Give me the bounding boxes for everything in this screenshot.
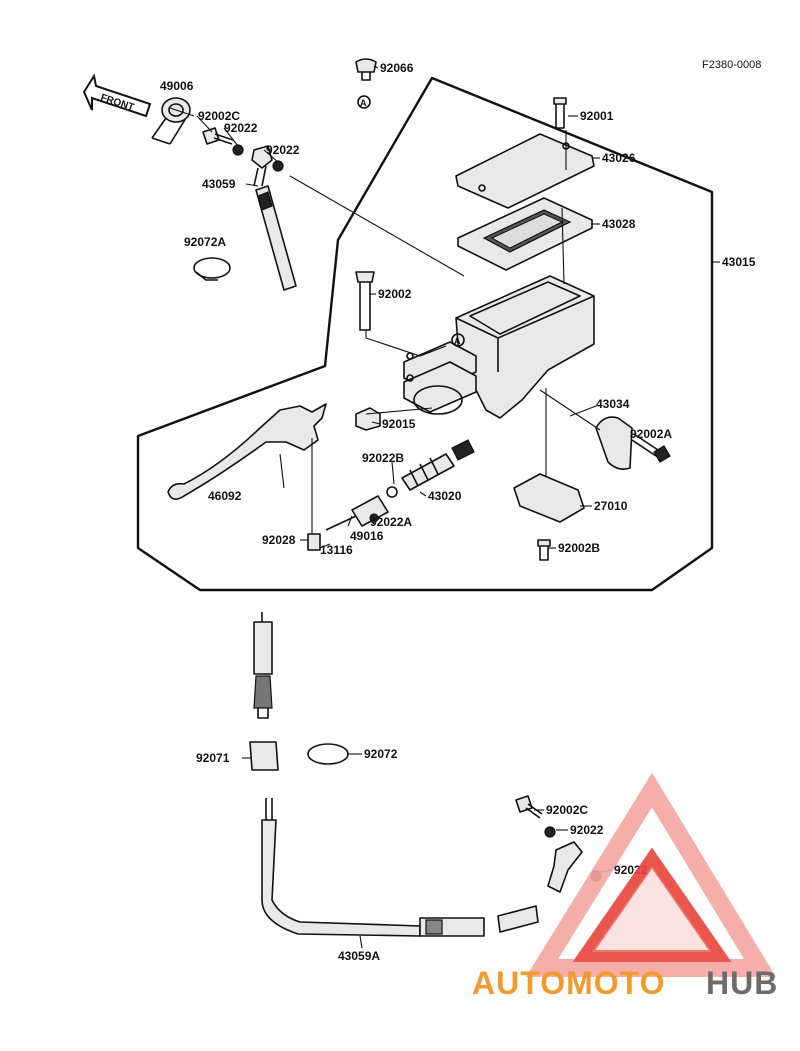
part-92022-washer-top2 [272, 160, 284, 172]
part-92022b-ring [386, 486, 398, 498]
part-92002-bolt [355, 271, 375, 331]
label-43059: 43059 [202, 177, 236, 191]
label-49016: 49016 [350, 529, 384, 543]
label-92066: 92066 [380, 61, 414, 75]
part-92071-sleeve [249, 741, 279, 771]
label-92022-top1: 92022 [224, 121, 258, 135]
label-92002c-top: 92002C [198, 109, 240, 123]
part-46092-lever [167, 403, 327, 500]
label-43020: 43020 [428, 489, 462, 503]
part-92002a-bolt [631, 433, 671, 463]
label-27010: 27010 [594, 499, 628, 513]
label-13116: 13116 [320, 543, 353, 557]
label-92002b: 92002B [558, 541, 600, 555]
part-92002c-bolt-top [202, 127, 234, 145]
part-92015-nut [355, 407, 381, 431]
part-43059-hose [251, 145, 297, 291]
part-92002b-screw [537, 539, 551, 561]
part-43020-piston [401, 439, 475, 491]
part-banjo-fitting-lower [547, 841, 583, 893]
ref-circle-a-body [451, 333, 465, 347]
part-13116-pin [307, 533, 321, 551]
label-43015: 43015 [722, 255, 756, 269]
leader-lines [169, 65, 720, 549]
part-92022-washer-top1 [232, 144, 244, 156]
part-43015-master-cylinder [403, 275, 595, 419]
part-92022-washer-bot1 [544, 826, 556, 838]
assembly-frame [136, 76, 714, 592]
watermark-text-part1: AUTOMOTO [472, 965, 665, 1001]
part-92072a-clip [193, 257, 231, 281]
ref-circle-a-top [357, 95, 371, 109]
label-92022b: 92022B [362, 451, 404, 465]
label-92002: 92002 [378, 287, 412, 301]
part-43026-cover [455, 133, 595, 209]
part-92022a-ring [369, 513, 379, 523]
label-92001: 92001 [580, 109, 614, 123]
label-92071: 92071 [196, 751, 230, 765]
label-92072: 92072 [364, 747, 398, 761]
ref-circle-a-top-label: A [360, 98, 367, 108]
figure-ref: F2380-0008 [702, 59, 761, 71]
part-92002c-bolt-bottom [515, 795, 543, 819]
label-92015: 92015 [382, 417, 416, 431]
watermark-text-part2: HUB [706, 965, 778, 1001]
label-49006: 49006 [160, 79, 194, 93]
label-92022-top2: 92022 [266, 143, 300, 157]
part-43034-clamp [595, 416, 633, 470]
front-arrow: FRONT [82, 73, 152, 118]
label-92028: 92028 [262, 533, 296, 547]
label-46092: 46092 [208, 489, 242, 503]
part-92072-clip [307, 743, 349, 765]
part-92001-screw [553, 97, 567, 129]
watermark-logo [525, 772, 776, 977]
label-92022a: 92022A [370, 515, 412, 529]
part-27010-switch [513, 473, 585, 523]
cover-hole-1 [478, 184, 486, 192]
label-92002c-bottom: 92002C [546, 803, 588, 817]
part-43059a-hose [261, 798, 539, 937]
label-43026: 43026 [602, 151, 636, 165]
part-49006-boot [151, 97, 191, 145]
label-43028: 43028 [602, 217, 636, 231]
label-92072a: 92072A [184, 235, 226, 249]
ref-circle-a-body-label: A [454, 336, 461, 346]
part-49016-pushrod-boot [351, 495, 389, 527]
part-labels: 49006 92002C 92022 92022 43059 92072A 92… [160, 61, 756, 963]
label-92002a: 92002A [630, 427, 672, 441]
label-43059a: 43059A [338, 949, 380, 963]
label-43034: 43034 [596, 397, 630, 411]
part-43028-diaphragm [457, 197, 593, 271]
part-92066-cap [355, 58, 377, 81]
part-banjo-hose-lower [253, 612, 273, 719]
label-92022-bottom1: 92022 [570, 823, 604, 837]
